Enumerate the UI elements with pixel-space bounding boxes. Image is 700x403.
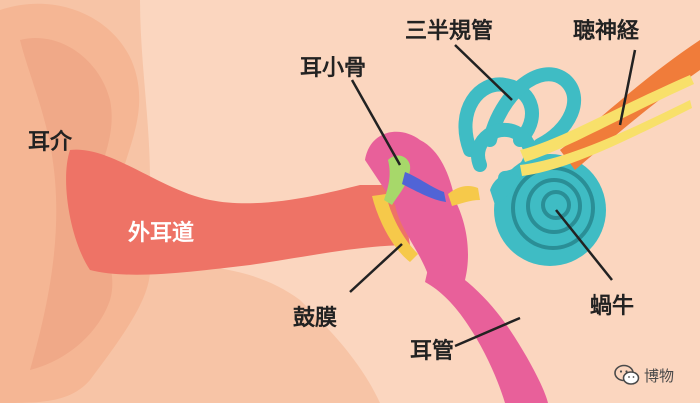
watermark: 博物 [614, 364, 674, 386]
pinna-label: 耳介 [28, 130, 73, 155]
wechat-icon [614, 364, 640, 385]
ossicle-incus [402, 172, 446, 202]
eardrum-shape [372, 194, 418, 262]
ear-canal-shape [66, 149, 410, 275]
leader-lines [349, 44, 637, 348]
vestibule-shape [490, 174, 520, 205]
cochlea-label: 蝸牛 [590, 294, 635, 319]
ossicle-stapes [448, 186, 480, 206]
ossicle-malleus [384, 155, 411, 205]
ossicles-label: 耳小骨 [300, 56, 367, 81]
watermark-text: 博物 [644, 366, 675, 385]
eustachian-tube-label: 耳管 [410, 339, 455, 364]
nerve-fiber-1 [520, 75, 694, 162]
nerve-fiber-2 [520, 100, 692, 176]
auditory-nerve-label: 聴神経 [573, 19, 640, 44]
semicircular-canals-label: 三半規管 [405, 19, 494, 44]
pinna-inner-fold [20, 38, 113, 370]
eardrum-label: 鼓膜 [293, 306, 338, 331]
ear-canal-label: 外耳道 [128, 221, 195, 246]
